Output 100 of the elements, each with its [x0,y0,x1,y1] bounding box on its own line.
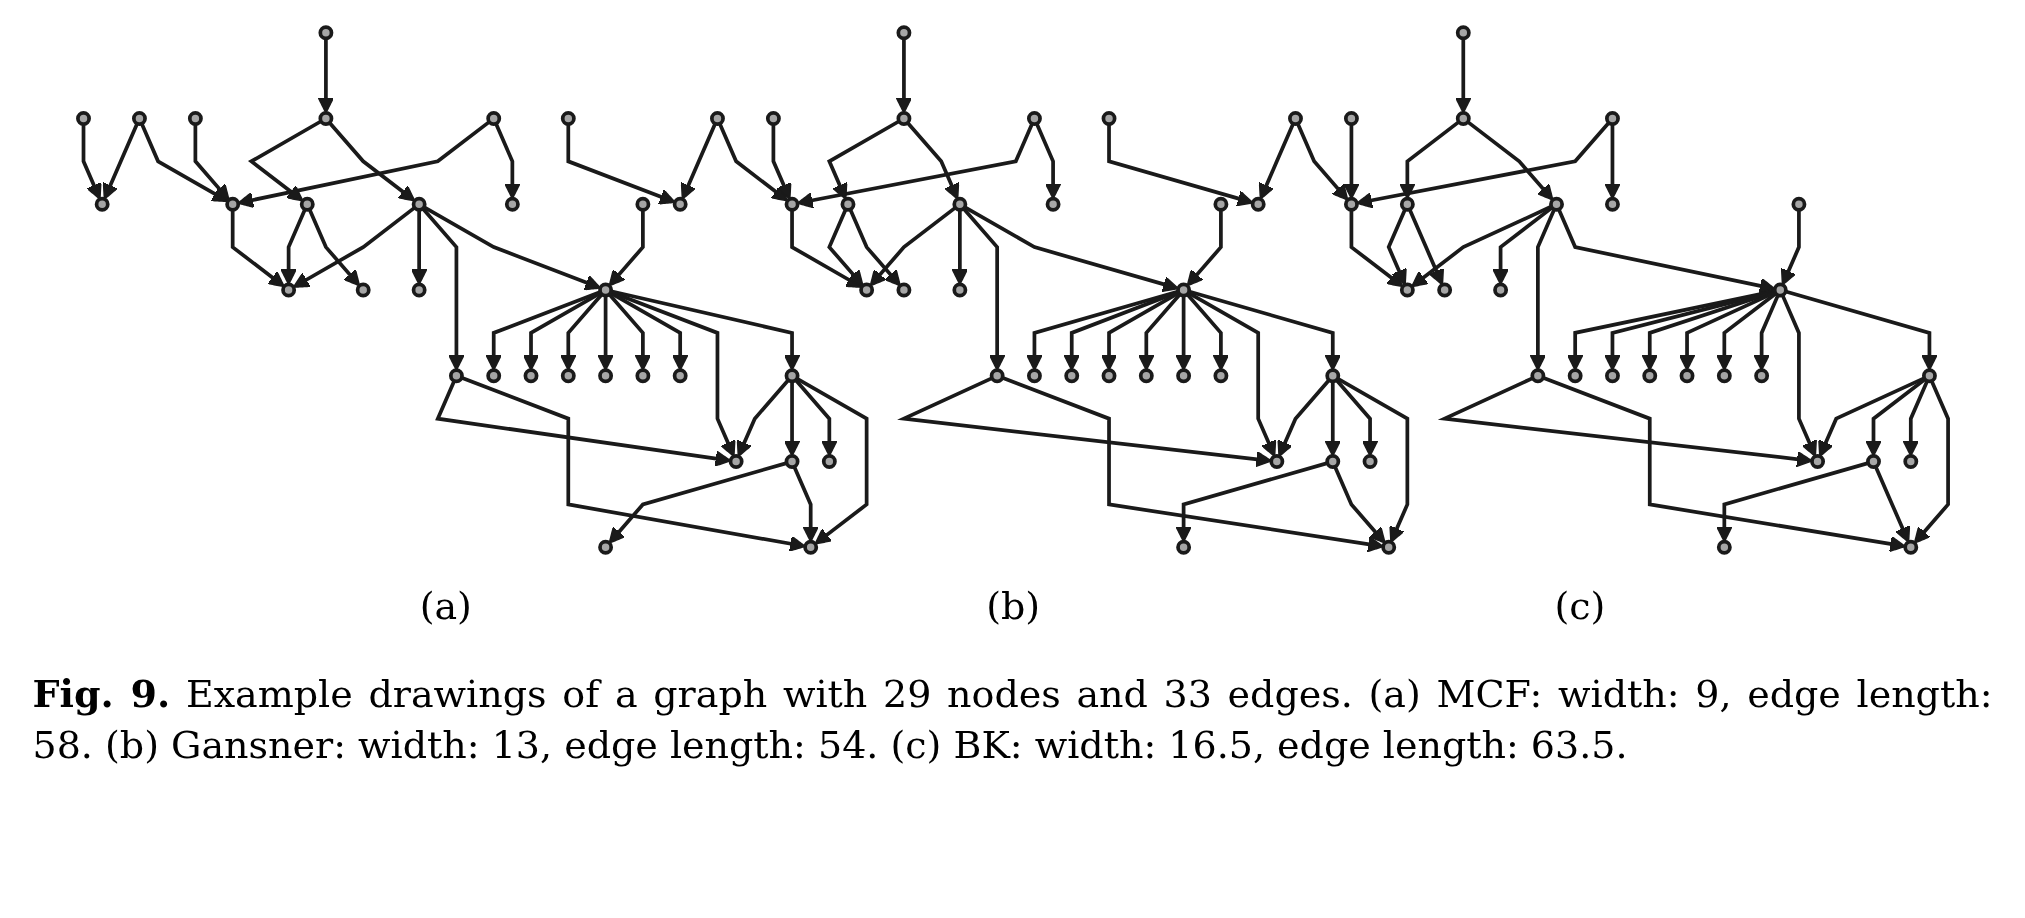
arrow [1295,122,1348,201]
arrow [1355,121,1610,209]
node-circle [895,111,911,126]
figure-caption: Fig. 9. Example drawings of a graph with 29 nodes and 33 edges. (a) MCF: width: 9, edge length: 58. (b) Gansner: width: 13, edge length: 54. (c) BK: width: 16.5, edge length: 63.5. [32,670,1993,770]
node-circle [1809,454,1825,469]
arrow [789,209,863,288]
node-circle [1902,539,1918,555]
arrow [1529,208,1556,371]
node-circle [1362,454,1378,469]
panel-label: (c) [1554,584,1606,628]
arrow [596,295,614,371]
node-circle [523,368,538,384]
arrow [905,121,959,200]
node-circle [448,368,464,384]
node-circle [1343,111,1359,126]
node-circle [597,368,613,384]
node-circle [1604,111,1620,126]
node-circle [728,454,744,469]
arrow [1332,465,1386,544]
arrow [1437,376,1813,468]
arrow [795,376,868,545]
node-circle [1716,368,1732,384]
arrow [230,209,285,288]
node-circle [131,111,147,126]
node-circle [597,539,613,555]
node-circle [1175,539,1191,555]
node-circle [1026,368,1042,384]
arrow [771,124,791,200]
arrow [848,208,901,287]
arrow [609,291,688,371]
arrow [1137,293,1181,371]
node-circle [1175,282,1191,298]
node-circle [1641,368,1657,384]
node-circle [709,111,725,126]
node-circle [1324,454,1340,469]
node-circle [634,196,650,212]
node-circle [187,111,203,126]
arrow [1187,291,1276,458]
node-circle [1567,368,1583,384]
arrow [292,206,416,288]
arrow [279,208,307,286]
arrow [607,293,651,371]
node-circle [784,196,799,212]
arrow [1407,208,1444,286]
arrow [1386,208,1407,286]
node-circle [672,368,688,384]
arrow [1187,289,1341,371]
arrow [565,124,676,205]
node-circle [411,196,427,212]
arrow [1276,378,1330,458]
arrow [485,290,601,371]
arrow [1752,294,1780,371]
arrow [1566,289,1775,371]
node-circle [1138,368,1154,384]
arrow [460,376,806,552]
node-circle [784,368,799,384]
node-circle [224,196,240,212]
node-circle [634,368,650,384]
arrow [1324,381,1341,457]
node-circle [895,25,911,41]
arrow [608,209,645,287]
node-circle [317,111,333,126]
node-circle [280,282,296,298]
arrow [1784,289,1938,371]
arrow [1466,120,1554,201]
node-circle [989,368,1005,384]
arrow [1873,465,1910,543]
arrow [1715,291,1777,371]
arrow [961,207,1005,371]
arrow [1780,209,1801,286]
node-circle [1045,196,1061,212]
arrow [1186,209,1223,287]
node-circle [1324,368,1340,384]
arrow [608,461,787,544]
node-circle [485,111,501,126]
node-circle [802,539,818,555]
node-circle [560,111,576,126]
node-circle [1455,25,1471,41]
node-circle [299,196,315,212]
arrow [1715,461,1869,543]
arrow [420,207,465,371]
arrow [793,378,838,457]
arrow [1864,377,1926,457]
node-circle [1753,368,1769,384]
arrow [792,465,819,543]
arrow [1902,380,1929,457]
node-circle [1921,368,1937,384]
node-circle [821,454,837,469]
panel-label: (a) [419,584,472,628]
node-circle [1865,454,1881,469]
node-circle [672,196,688,212]
node-circle [1175,368,1191,384]
arrow [1034,122,1061,200]
node-circle [597,282,613,298]
node-circle [1399,196,1415,212]
node-circle [317,25,333,41]
arrow [826,119,900,200]
arrow [783,381,800,457]
arrow [1334,378,1378,457]
arrow [317,38,334,114]
